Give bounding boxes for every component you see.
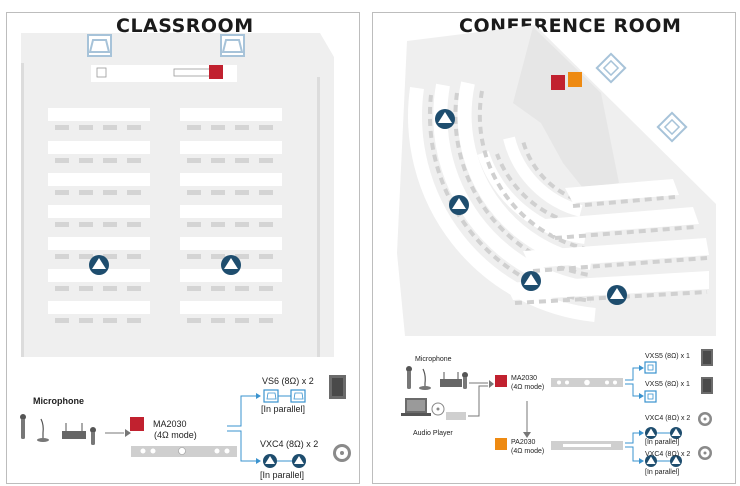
signal-arrow-icon <box>125 429 131 437</box>
output-arrow-icon <box>639 430 644 436</box>
vs6-speaker-symbol-icon <box>290 389 306 403</box>
desks-right <box>180 108 282 314</box>
ceiling-speaker-icon <box>221 255 241 275</box>
vs6-speaker-symbol-icon <box>263 389 279 403</box>
vs6-label: VS6 (8Ω) x 2 <box>262 376 314 386</box>
output-arrow-icon <box>256 393 261 399</box>
output-arrow-icon <box>256 458 261 464</box>
conference-panel: CONFERENCE ROOM <box>372 12 736 484</box>
seating-rows-right <box>505 179 709 300</box>
ceiling-speaker-icon <box>449 195 469 215</box>
wireless-receiver-icon <box>440 372 462 387</box>
vxc4-speaker-symbol-icon <box>645 455 657 467</box>
gooseneck-microphone-icon <box>419 368 431 390</box>
vs6-note: [In parallel] <box>261 404 306 414</box>
ma2030-mode-label: (4Ω mode) <box>154 430 197 440</box>
vs6-wall-speaker-icon <box>87 34 112 57</box>
vxc4-label: VXC4 (8Ω) x 2 <box>645 415 691 422</box>
vxs5-label: VXS5 (8Ω) x 1 <box>645 353 690 360</box>
ma2030-amplifier-unit-icon <box>551 378 623 387</box>
vxs5-wall-speaker-icon <box>656 111 688 143</box>
vxs5-wall-speaker-icon <box>595 52 627 84</box>
vs6-product-photo-icon <box>329 375 346 399</box>
laptop-icon <box>401 398 431 416</box>
handheld-microphone-icon <box>20 414 26 439</box>
vxs5-product-photo-icon <box>701 377 713 394</box>
vxc4-label: VXC4 (8Ω) x 2 <box>260 439 319 449</box>
handheld-microphone-icon <box>90 427 96 445</box>
ma2030-amp-icon <box>495 375 507 387</box>
wireless-receiver-icon <box>62 423 86 439</box>
ma2030-amplifier-unit-icon <box>131 446 237 457</box>
vxc4-speaker-symbol-icon <box>292 454 306 468</box>
desk-square <box>96 67 107 78</box>
vxc4-speaker-symbol-icon <box>645 427 657 439</box>
signal-lines <box>468 382 488 417</box>
ma2030-mode-label: (4Ω mode) <box>511 384 545 391</box>
speaker-wiring <box>227 395 256 462</box>
vxc4-speaker-symbol-icon <box>263 454 277 468</box>
conference-diagram <box>397 25 716 467</box>
desk-device <box>173 68 214 77</box>
classroom-floor-edge <box>317 77 320 357</box>
vxc4-product-photo-icon <box>698 446 712 460</box>
vs6-wall-speaker-icon <box>220 34 245 57</box>
vxc4-product-photo-icon <box>333 444 351 462</box>
signal-arrow-icon <box>489 380 494 388</box>
ma2030-amp-icon <box>130 417 144 431</box>
audio-player-unit-icon <box>446 412 466 420</box>
vxc4-note: [In parallel] <box>645 439 680 446</box>
ma2030-location-red <box>551 75 565 90</box>
amp-link-arrow-icon <box>523 432 531 438</box>
microphone-label: Microphone <box>415 356 452 363</box>
output-arrow-icon <box>639 365 644 371</box>
vxc4-note: [In parallel] <box>260 470 305 480</box>
microphone-label: Microphone <box>33 396 84 406</box>
vxc4-product-photo-icon <box>698 412 712 426</box>
ma2030-label: MA2030 <box>511 375 538 382</box>
vxc4-label: VXC4 (8Ω) x 2 <box>645 451 691 458</box>
stage-platform <box>513 27 619 188</box>
vxc4-note: [In parallel] <box>645 469 680 476</box>
vxc4-speaker-symbol-icon <box>670 427 682 439</box>
ceiling-speaker-icon <box>607 285 627 305</box>
classroom-panel: CLASSROOM <box>6 12 360 484</box>
gooseneck-microphone-icon <box>37 418 49 442</box>
ceiling-speaker-icon <box>89 255 109 275</box>
vxs5-label: VXS5 (8Ω) x 1 <box>645 381 690 388</box>
ma2030-location-red <box>209 65 223 79</box>
vxc4-speaker-symbol-icon <box>670 455 682 467</box>
pa2030-amp-icon <box>495 438 507 450</box>
pa2030-label: PA2030 <box>511 439 536 446</box>
chairs <box>55 125 273 323</box>
output-arrow-icon <box>639 458 644 464</box>
classroom-title: CLASSROOM <box>110 15 260 37</box>
vxs5-speaker-symbol-icon <box>644 390 657 403</box>
pa2030-mode-label: (4Ω mode) <box>511 448 545 455</box>
handheld-microphone-icon <box>462 372 468 389</box>
classroom-diagram <box>20 33 351 468</box>
classroom-floor-edge <box>21 63 24 357</box>
disc-icon <box>431 402 445 416</box>
ceiling-speaker-icon <box>521 271 541 291</box>
pa2030-amplifier-unit-icon <box>551 441 623 450</box>
ma2030-label: MA2030 <box>153 419 187 429</box>
desks-left <box>48 108 150 314</box>
pa2030-location-orange <box>568 72 582 87</box>
ceiling-speaker-icon <box>435 109 455 129</box>
audio-player-label: Audio Player <box>413 430 453 437</box>
speaker-wiring <box>625 367 640 462</box>
vxs5-product-photo-icon <box>701 349 713 366</box>
handheld-microphone-icon <box>406 366 412 389</box>
output-arrow-icon <box>639 393 644 399</box>
vxs5-speaker-symbol-icon <box>644 361 657 374</box>
